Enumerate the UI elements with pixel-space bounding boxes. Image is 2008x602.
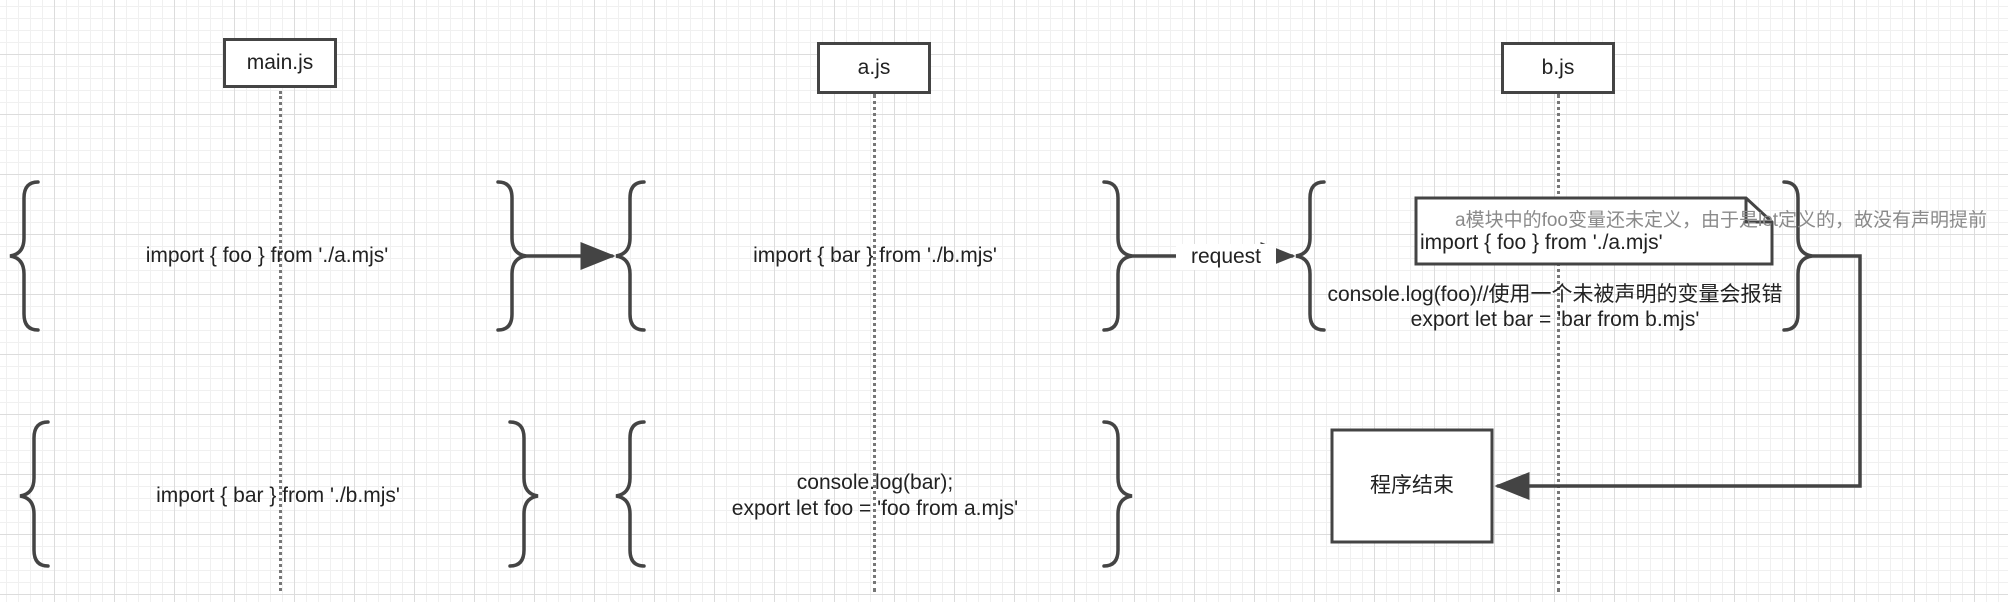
brace-a-row2-right	[1102, 420, 1133, 568]
note-code: import { foo } from './a.mjs'	[1420, 231, 1663, 254]
b-console-log: console.log(foo)//使用一个未被声明的变量会报错	[1327, 283, 1783, 306]
a-export-foo: export let foo = 'foo from a.mjs'	[731, 497, 1019, 520]
actor-a: a.js	[817, 42, 931, 94]
actor-main-label: main.js	[246, 51, 314, 74]
brace-main-row2-right	[508, 420, 539, 568]
lifeline-a	[873, 94, 876, 592]
main-import-foo: import { foo } from './a.mjs'	[145, 244, 389, 267]
brace-b-row1-left	[1295, 180, 1326, 332]
actor-main: main.js	[223, 38, 337, 88]
brace-a-row1-right	[1102, 180, 1133, 332]
end-box-label: 程序结束	[1370, 474, 1454, 497]
b-export-bar: export let bar = 'bar from b.mjs'	[1410, 308, 1700, 331]
brace-a-row1-left	[615, 180, 646, 332]
lifeline-main	[279, 91, 282, 591]
actor-b: b.js	[1501, 42, 1615, 94]
brace-main-row1-right	[496, 180, 527, 332]
brace-main-row1-left	[9, 180, 40, 332]
note-shape	[1414, 196, 1774, 266]
end-box-shape	[1330, 428, 1494, 544]
brace-main-row2-left	[19, 420, 50, 568]
actor-b-label: b.js	[1541, 56, 1575, 79]
actor-a-label: a.js	[857, 56, 891, 79]
main-import-bar: import { bar } from './b.mjs'	[156, 484, 400, 507]
lifeline-b	[1557, 94, 1560, 592]
a-import-bar: import { bar } from './b.mjs'	[753, 244, 997, 267]
a-console-log: console.log(bar);	[796, 471, 954, 494]
arrow-to-end	[1494, 254, 1862, 500]
brace-a-row2-left	[615, 420, 646, 568]
note-hint: a模块中的foo变量还未定义，由于是let定义的，故没有声明提前	[1455, 210, 1988, 231]
request-label: request	[1176, 244, 1276, 270]
